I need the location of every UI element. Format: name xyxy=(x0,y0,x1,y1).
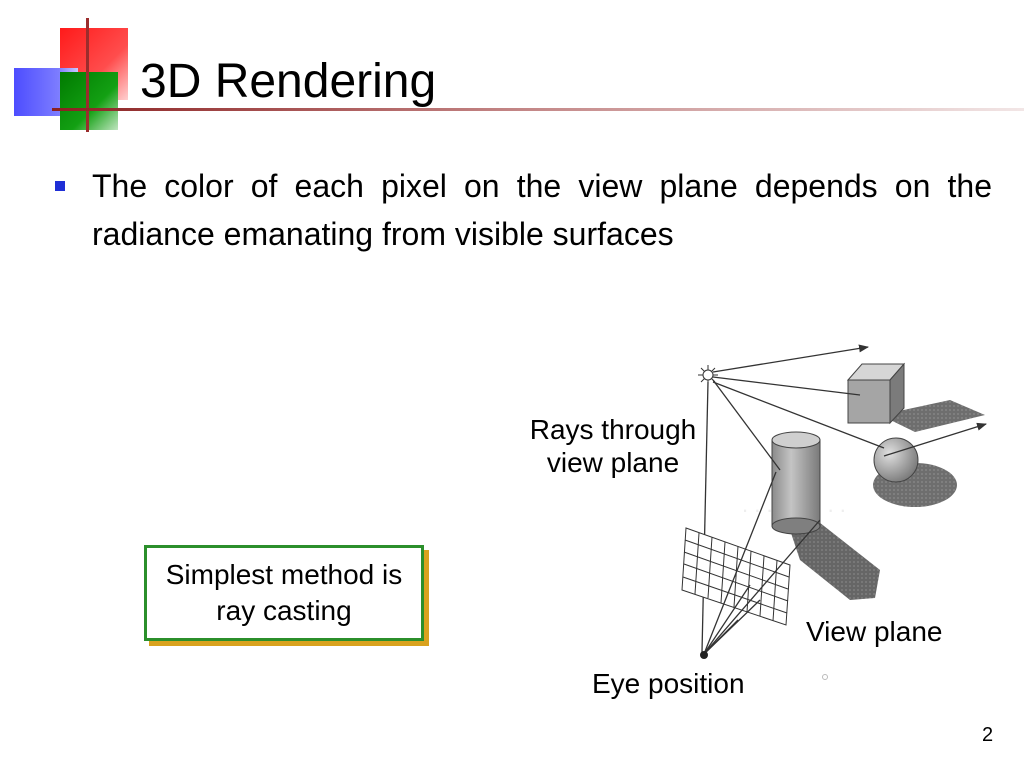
label-rays-through-view-plane: Rays through view plane xyxy=(529,414,697,478)
eye-rays xyxy=(703,471,821,655)
callout-text: Simplest method is ray casting xyxy=(165,559,403,626)
label-eye-position: Eye position xyxy=(592,668,745,699)
label-view-plane: View plane xyxy=(806,616,943,647)
view-plane-grid xyxy=(681,527,791,626)
decor-green-square xyxy=(60,72,118,130)
callout-box: Simplest method is ray casting xyxy=(144,545,424,641)
page-number: 2 xyxy=(982,724,994,746)
sphere-object xyxy=(873,437,919,483)
eye-point xyxy=(700,651,708,659)
bullet-icon xyxy=(55,181,65,191)
cube-object xyxy=(846,362,906,425)
slide-title: 3D Rendering xyxy=(140,55,437,108)
ray-casting-diagram: . . . . . . . . . xyxy=(681,344,987,680)
light-rays xyxy=(701,344,987,653)
title-underline xyxy=(52,108,1024,111)
bullet-text: The color of each pixel on the view plan… xyxy=(92,168,992,252)
small-mark xyxy=(822,674,828,680)
cylinder-object xyxy=(771,431,821,535)
decor-vertical-line xyxy=(86,18,89,132)
light-source-icon xyxy=(698,365,718,385)
